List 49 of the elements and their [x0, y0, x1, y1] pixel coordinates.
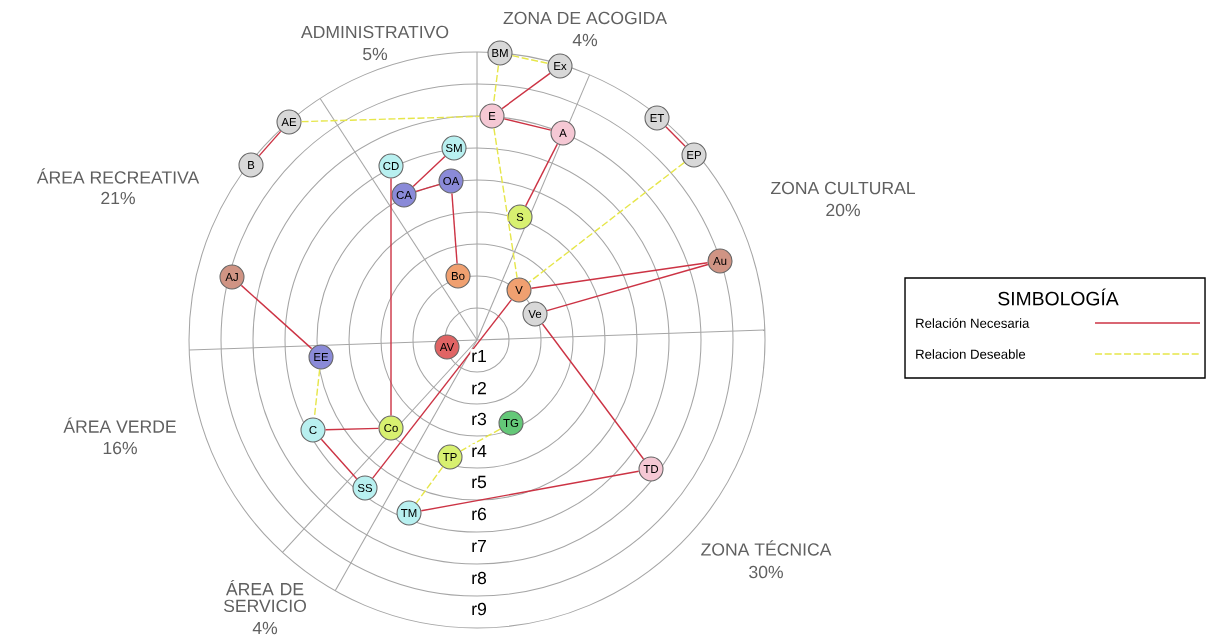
sector-label: ÁREA RECREATIVA: [36, 168, 200, 184]
connector-line: [525, 143, 558, 207]
connector-line: [460, 428, 501, 452]
sector-label: 4%: [252, 621, 278, 635]
connector-line: [240, 284, 313, 350]
connector-line: [528, 161, 685, 284]
sector-label: ÁREA DE SERVICIO: [223, 579, 306, 613]
connector-line: [390, 177, 392, 417]
sector-label: ADMINISTRATIVO: [301, 25, 449, 39]
ring-label: r5: [470, 475, 488, 489]
sector-label: 16%: [103, 441, 137, 455]
ring-label: r4: [470, 444, 488, 458]
connector-line: [313, 368, 321, 419]
legend-text: Relación Necesaria: [916, 318, 1030, 328]
connector-line: [501, 72, 551, 110]
connector-line: [546, 263, 709, 312]
ring-label: r3: [470, 411, 488, 427]
ring-label: r9: [470, 601, 488, 617]
ring-label: r6: [470, 506, 488, 522]
connector-line: [300, 115, 481, 123]
legend-text: Relacion Deseable: [916, 349, 1026, 359]
connector-line: [324, 427, 380, 431]
connector-line: [415, 466, 444, 504]
connector-line: [493, 127, 518, 279]
connector-line: [415, 183, 440, 193]
connector-line: [511, 54, 549, 65]
connector-line: [503, 118, 552, 131]
connector-line: [451, 192, 458, 265]
sector-label: 20%: [826, 203, 860, 217]
ring-label: r2: [470, 381, 488, 395]
ring-label: r8: [470, 570, 488, 586]
sector-label: ZONA DE ACOGIDA: [503, 11, 667, 25]
legend-title: SIMBOLOGÍA: [998, 288, 1119, 306]
sector-label: ZONA TÉCNICA: [701, 540, 832, 556]
connector-line: [372, 299, 513, 479]
connector-line: [530, 262, 709, 289]
sector-label: 4%: [572, 33, 598, 47]
connector-line: [665, 126, 686, 147]
sector-label: ÁREA VERDE: [63, 417, 176, 433]
connector-line: [541, 323, 645, 460]
sector-label: 30%: [749, 565, 783, 579]
sector-label: 21%: [101, 191, 135, 205]
connector-line: [258, 130, 282, 157]
ring-label: r7: [470, 539, 488, 553]
ring-label: r1: [470, 349, 488, 363]
sector-label: ZONA CULTURAL: [771, 181, 915, 195]
sector-label: 5%: [363, 47, 388, 61]
connector-line: [320, 438, 358, 480]
connector-line: [420, 470, 640, 512]
